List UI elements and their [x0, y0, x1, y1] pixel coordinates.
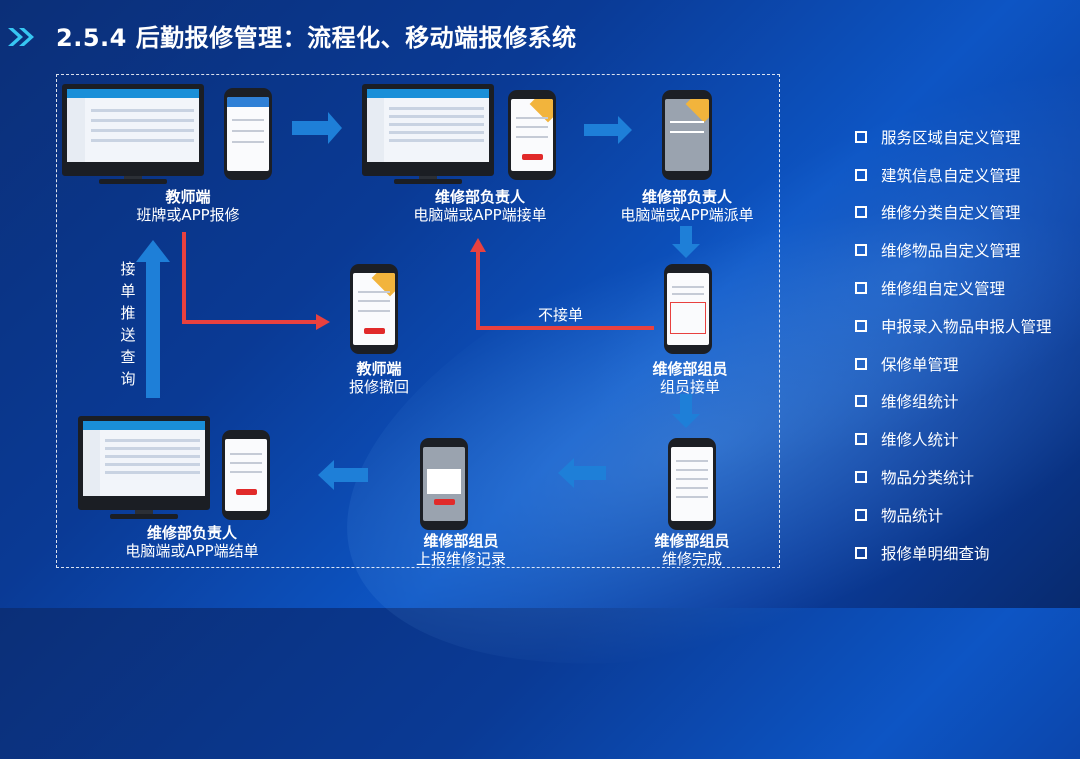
- node-member-record: 维修部组员上报维修记录: [415, 532, 506, 568]
- square-bullet-icon: [855, 244, 867, 257]
- square-bullet-icon: [855, 433, 867, 446]
- list-item: 维修组统计: [855, 383, 1075, 421]
- phone-illustration: [224, 88, 272, 180]
- square-bullet-icon: [855, 357, 867, 370]
- header: 2.5.4 后勤报修管理：流程化、移动端报修系统: [0, 0, 1080, 76]
- square-bullet-icon: [855, 471, 867, 484]
- phone-illustration: [662, 90, 712, 180]
- node-teacher-report: 教师端班牌或APP报修: [136, 188, 240, 224]
- page-title: 2.5.4 后勤报修管理：流程化、移动端报修系统: [56, 24, 577, 52]
- double-chevron-icon: [8, 28, 34, 46]
- phone-illustration: [664, 264, 712, 354]
- feature-list: 服务区域自定义管理 建筑信息自定义管理 维修分类自定义管理 维修物品自定义管理 …: [855, 118, 1075, 572]
- phone-illustration: [420, 438, 468, 530]
- square-bullet-icon: [855, 130, 867, 143]
- desktop-illustration: [78, 416, 210, 520]
- list-item: 物品统计: [855, 496, 1075, 534]
- flow-diagram-frame: [56, 74, 780, 568]
- phone-illustration: [508, 90, 556, 180]
- phone-illustration: [350, 264, 398, 354]
- square-bullet-icon: [855, 546, 867, 559]
- list-item: 维修人统计: [855, 420, 1075, 458]
- node-manager-close: 维修部负责人电脑端或APP端结单: [125, 524, 259, 560]
- square-bullet-icon: [855, 395, 867, 408]
- square-bullet-icon: [855, 282, 867, 295]
- list-item: 维修组自定义管理: [855, 269, 1075, 307]
- list-item: 保修单管理: [855, 345, 1075, 383]
- square-bullet-icon: [855, 319, 867, 332]
- phone-illustration: [222, 430, 270, 520]
- push-query-label: 接单推送查询: [120, 260, 136, 388]
- node-manager-accept: 维修部负责人电脑端或APP端接单: [413, 188, 547, 224]
- list-item: 物品分类统计: [855, 458, 1075, 496]
- node-member-accept: 维修部组员组员接单: [652, 360, 728, 396]
- flow-arrow-blue: [136, 112, 700, 490]
- desktop-illustration: [62, 84, 204, 184]
- square-bullet-icon: [855, 168, 867, 181]
- node-teacher-withdraw: 教师端报修撤回: [348, 360, 409, 396]
- list-item: 维修分类自定义管理: [855, 194, 1075, 232]
- node-member-complete: 维修部组员维修完成: [654, 532, 730, 568]
- square-bullet-icon: [855, 206, 867, 219]
- flow-arrow-red: [182, 232, 654, 330]
- list-item: 服务区域自定义管理: [855, 118, 1075, 156]
- node-manager-dispatch: 维修部负责人电脑端或APP端派单: [620, 188, 754, 224]
- list-item: 建筑信息自定义管理: [855, 156, 1075, 194]
- list-item: 维修物品自定义管理: [855, 231, 1075, 269]
- phone-illustration: [668, 438, 716, 530]
- reject-label: 不接单: [538, 306, 584, 324]
- list-item: 报修单明细查询: [855, 534, 1075, 572]
- desktop-illustration: [362, 84, 494, 184]
- list-item: 申报录入物品申报人管理: [855, 307, 1075, 345]
- square-bullet-icon: [855, 508, 867, 521]
- flow-arrows: [136, 112, 700, 490]
